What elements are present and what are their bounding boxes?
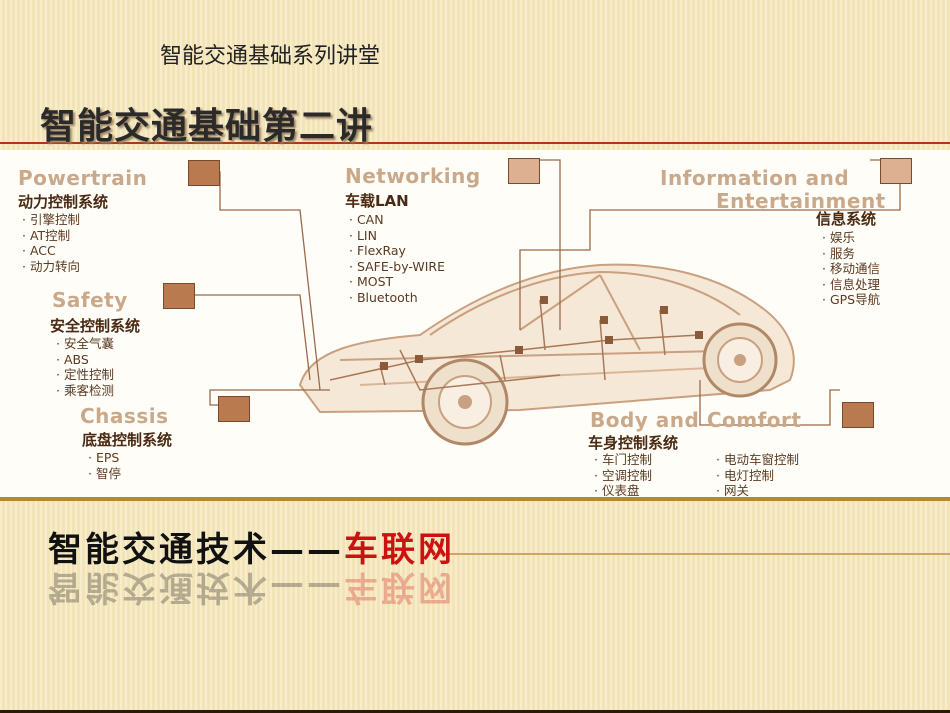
body-list-left: 车门控制 空调控制 仪表盘 xyxy=(594,452,652,499)
chassis-title: Chassis xyxy=(80,404,169,428)
header-band xyxy=(0,0,950,150)
powertrain-list: 引擎控制 AT控制 ACC 动力转向 xyxy=(22,212,80,274)
title-underline xyxy=(440,553,950,555)
chassis-subtitle: 底盘控制系统 xyxy=(82,431,173,449)
front-wheel xyxy=(421,358,509,446)
powertrain-title: Powertrain xyxy=(18,166,148,190)
reflection-black: 智能交通技术—— xyxy=(48,567,344,607)
networking-subtitle: 车载LAN xyxy=(345,192,409,210)
main-title: 智能交通技术——车联网 xyxy=(48,522,455,571)
powertrain-marker xyxy=(188,160,220,186)
list-item: ACC xyxy=(22,243,80,259)
list-item: 智停 xyxy=(88,466,121,482)
list-item: 车门控制 xyxy=(594,452,652,468)
rear-wheel xyxy=(702,322,778,398)
safety-subtitle: 安全控制系统 xyxy=(50,317,141,335)
list-item: ABS xyxy=(56,352,114,368)
main-title-red: 车联网 xyxy=(344,530,455,570)
list-item: 安全气囊 xyxy=(56,336,114,352)
list-item: EPS xyxy=(88,450,121,466)
safety-marker xyxy=(163,283,195,309)
chassis-marker xyxy=(218,396,250,422)
bottom-divider xyxy=(0,497,950,501)
list-item: 移动通信 xyxy=(822,261,880,277)
information-title-line2: Entertainment xyxy=(716,189,886,213)
safety-list: 安全气囊 ABS 定性控制 乘客检测 xyxy=(56,336,114,398)
list-item: SAFE-by-WIRE xyxy=(349,259,445,275)
information-marker xyxy=(880,158,912,184)
list-item: LIN xyxy=(349,228,445,244)
networking-title: Networking xyxy=(345,164,481,188)
list-item: 乘客检测 xyxy=(56,383,114,399)
main-title-reflection: 智能交通技术——车联网 xyxy=(48,566,455,615)
chassis-list: EPS 智停 xyxy=(88,450,121,481)
list-item: 电灯控制 xyxy=(716,468,799,484)
information-list: 娱乐 服务 移动通信 信息处理 GPS导航 xyxy=(822,230,880,308)
body-list-right: 电动车窗控制 电灯控制 网关 xyxy=(716,452,799,499)
networking-marker xyxy=(508,158,540,184)
header-divider xyxy=(0,142,950,144)
vehicle-network-diagram: Powertrain 动力控制系统 引擎控制 AT控制 ACC 动力转向 Net… xyxy=(0,150,950,499)
list-item: AT控制 xyxy=(22,228,80,244)
list-item: Bluetooth xyxy=(349,290,445,306)
information-subtitle: 信息系统 xyxy=(816,210,877,228)
list-item: 服务 xyxy=(822,246,880,262)
list-item: 仪表盘 xyxy=(594,483,652,499)
list-item: 引擎控制 xyxy=(22,212,80,228)
powertrain-subtitle: 动力控制系统 xyxy=(18,193,109,211)
networking-list: CAN LIN FlexRay SAFE-by-WIRE MOST Blueto… xyxy=(349,212,445,305)
list-item: 定性控制 xyxy=(56,367,114,383)
list-item: 动力转向 xyxy=(22,259,80,275)
bottom-band xyxy=(0,497,950,713)
list-item: CAN xyxy=(349,212,445,228)
series-title: 智能交通基础系列讲堂 xyxy=(160,44,381,69)
lecture-title: 智能交通基础第二讲 xyxy=(40,106,374,147)
list-item: FlexRay xyxy=(349,243,445,259)
list-item: 空调控制 xyxy=(594,468,652,484)
information-title-line1: Information and xyxy=(660,166,850,190)
body-title: Body and Comfort xyxy=(590,408,802,432)
safety-title: Safety xyxy=(52,288,128,312)
list-item: 网关 xyxy=(716,483,799,499)
list-item: 电动车窗控制 xyxy=(716,452,799,468)
body-marker xyxy=(842,402,874,428)
car-illustration xyxy=(190,159,901,446)
list-item: 信息处理 xyxy=(822,277,880,293)
list-item: 娱乐 xyxy=(822,230,880,246)
list-item: GPS导航 xyxy=(822,292,880,308)
main-title-black: 智能交通技术—— xyxy=(48,530,344,570)
body-subtitle: 车身控制系统 xyxy=(588,434,679,452)
slide-bottom-edge xyxy=(0,710,950,713)
list-item: MOST xyxy=(349,274,445,290)
reflection-red: 车联网 xyxy=(344,567,455,607)
